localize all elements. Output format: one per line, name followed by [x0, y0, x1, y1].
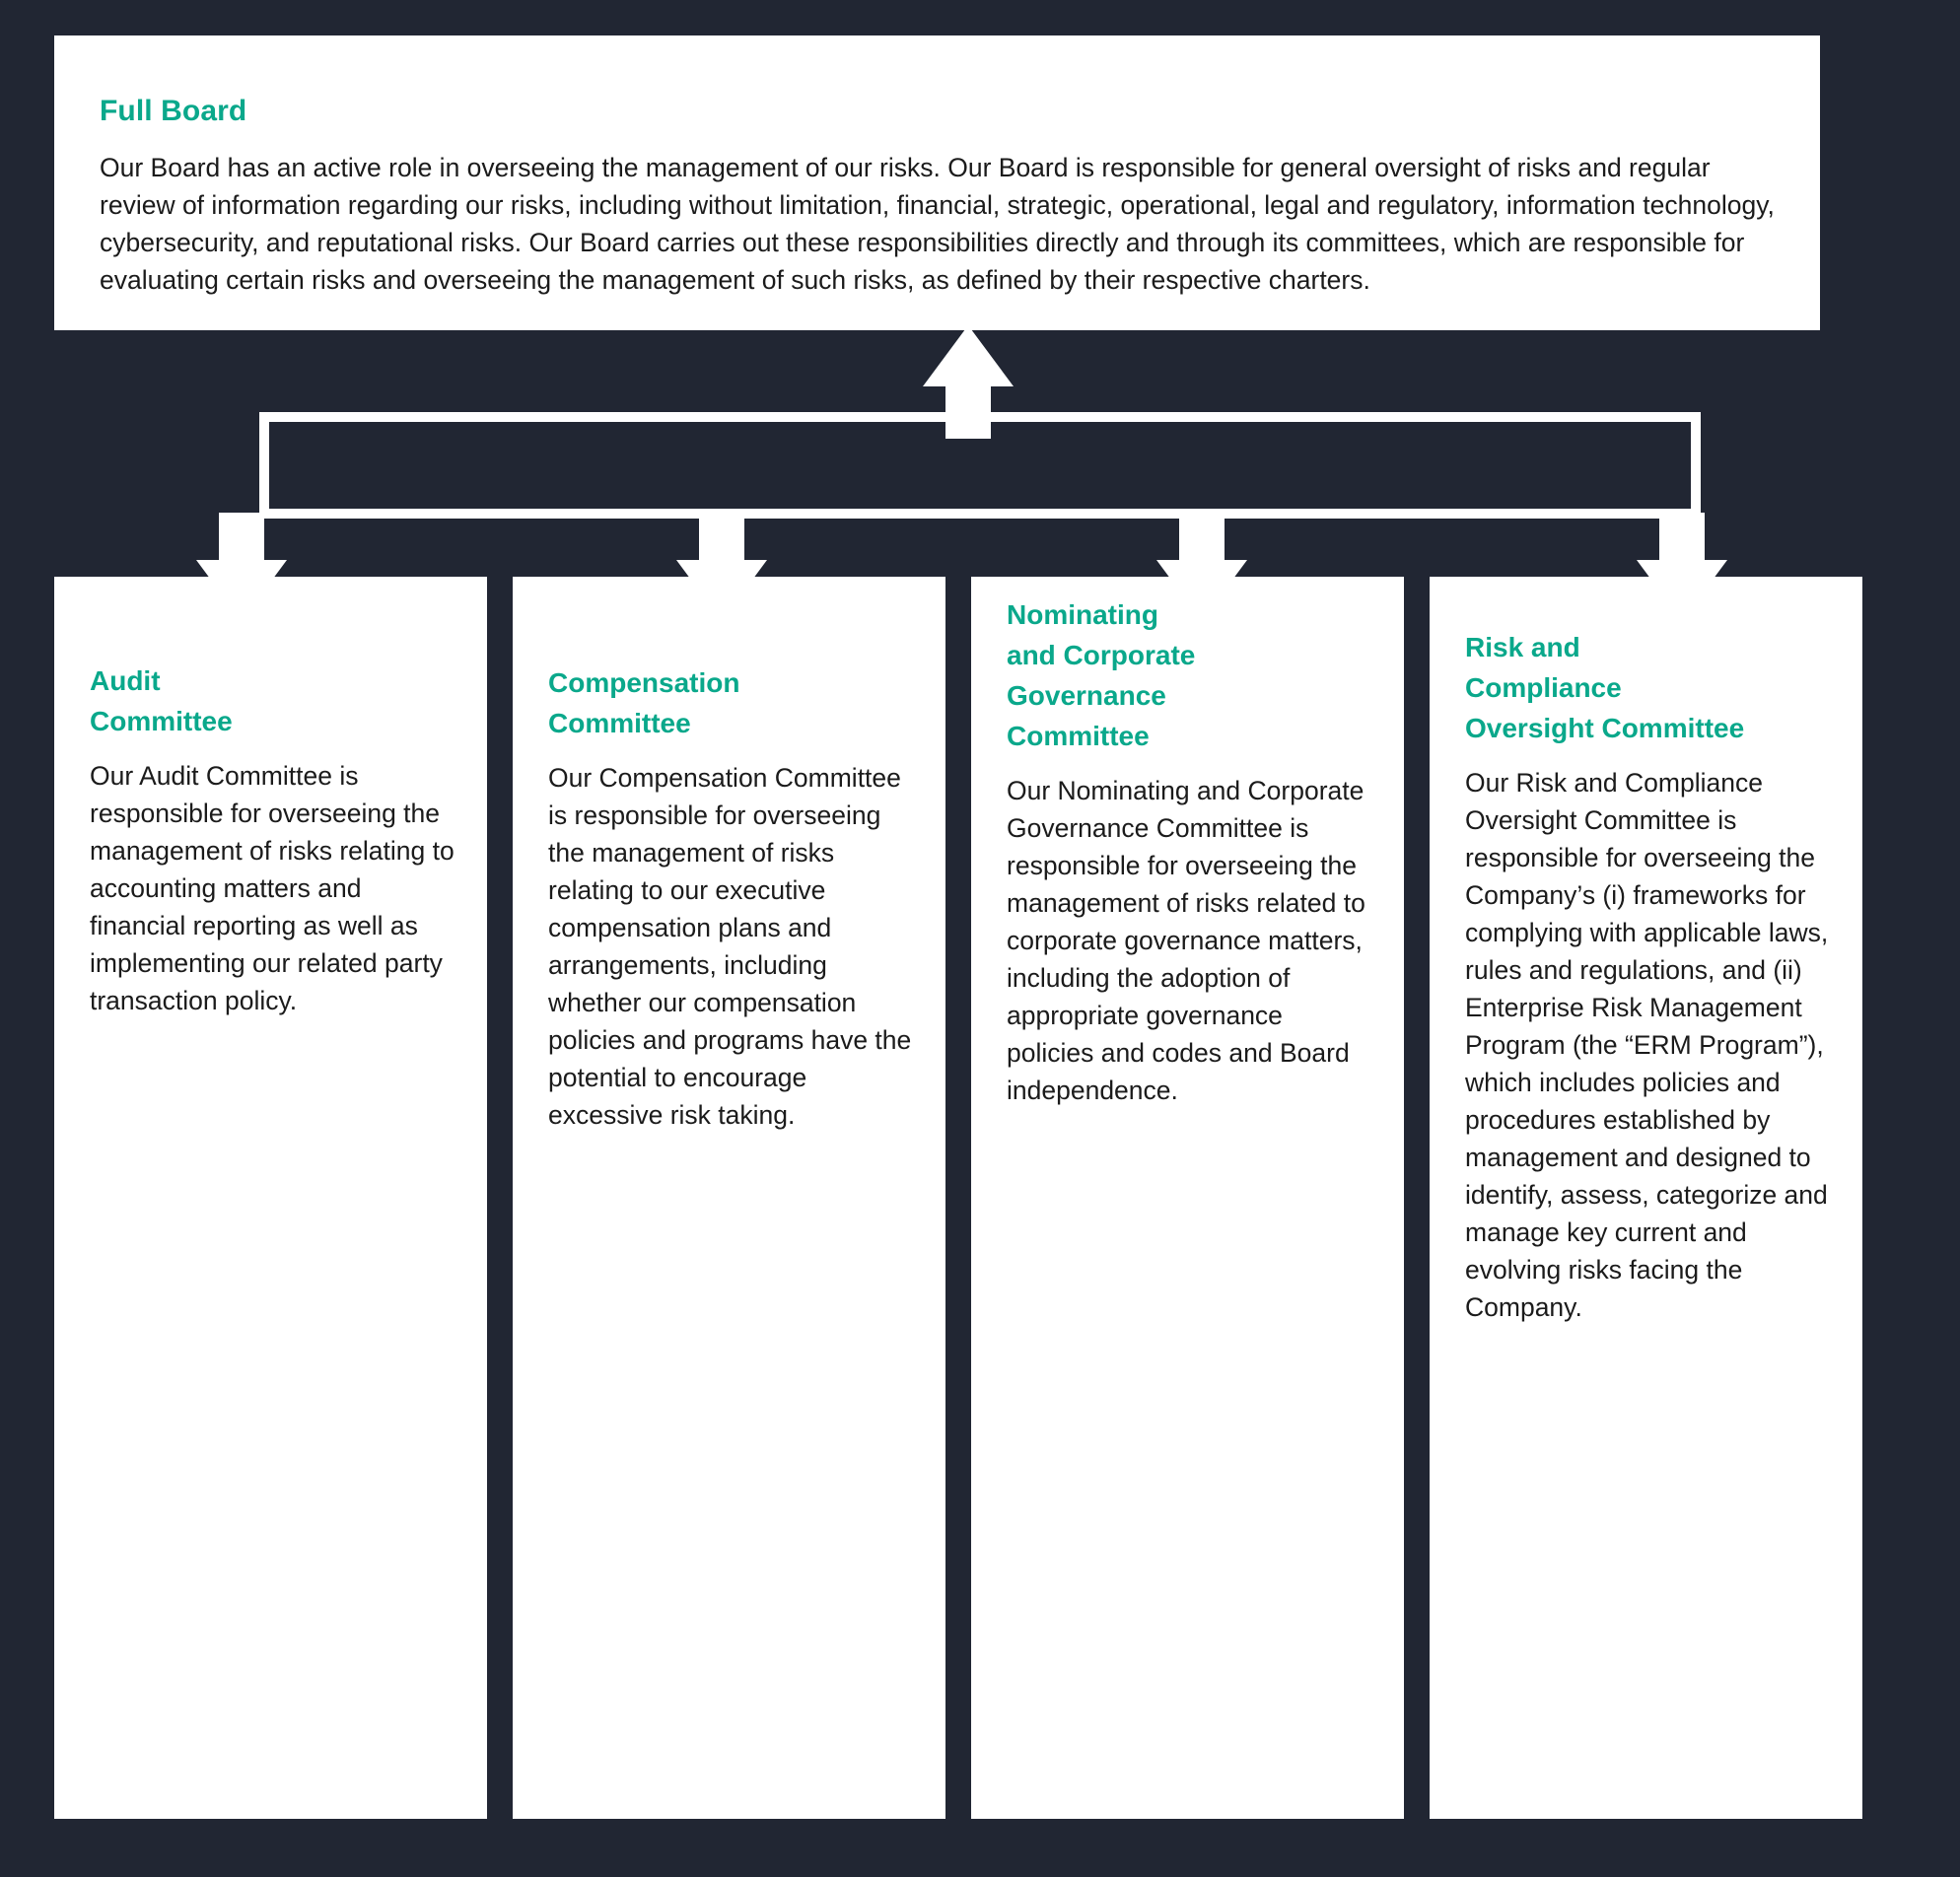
committee-title-audit: Audit Committee	[90, 665, 233, 736]
up-arrow-to-full-board	[923, 325, 1014, 436]
committee-title-risk-compliance: Risk and Compliance Oversight Committee	[1465, 632, 1745, 743]
committee-description-audit: Our Audit Committee is responsible for o…	[90, 761, 455, 1015]
committee-card-nominating-governance: Nominating and Corporate Governance Comm…	[971, 577, 1404, 1819]
committee-title-nominating-governance: Nominating and Corporate Governance Comm…	[1007, 599, 1196, 751]
committee-card-compensation: Compensation Committee Our Compensation …	[513, 577, 945, 1819]
committee-columns: Audit Committee Our Audit Committee is r…	[54, 577, 1908, 1819]
full-board-title: Full Board	[100, 95, 247, 127]
committee-description-risk-compliance: Our Risk and Compliance Oversight Commit…	[1465, 768, 1829, 1322]
committee-card-risk-compliance: Risk and Compliance Oversight Committee …	[1430, 577, 1862, 1819]
full-board-panel: Full Board Our Board has an active role …	[54, 35, 1820, 330]
distribution-bus	[259, 412, 1701, 519]
committee-description-compensation: Our Compensation Committee is responsibl…	[548, 763, 912, 1130]
full-board-description: Our Board has an active role in overseei…	[100, 153, 1775, 295]
committee-card-audit: Audit Committee Our Audit Committee is r…	[54, 577, 487, 1819]
committee-description-nominating-governance: Our Nominating and Corporate Governance …	[1007, 776, 1365, 1105]
committee-title-compensation: Compensation Committee	[548, 667, 740, 738]
